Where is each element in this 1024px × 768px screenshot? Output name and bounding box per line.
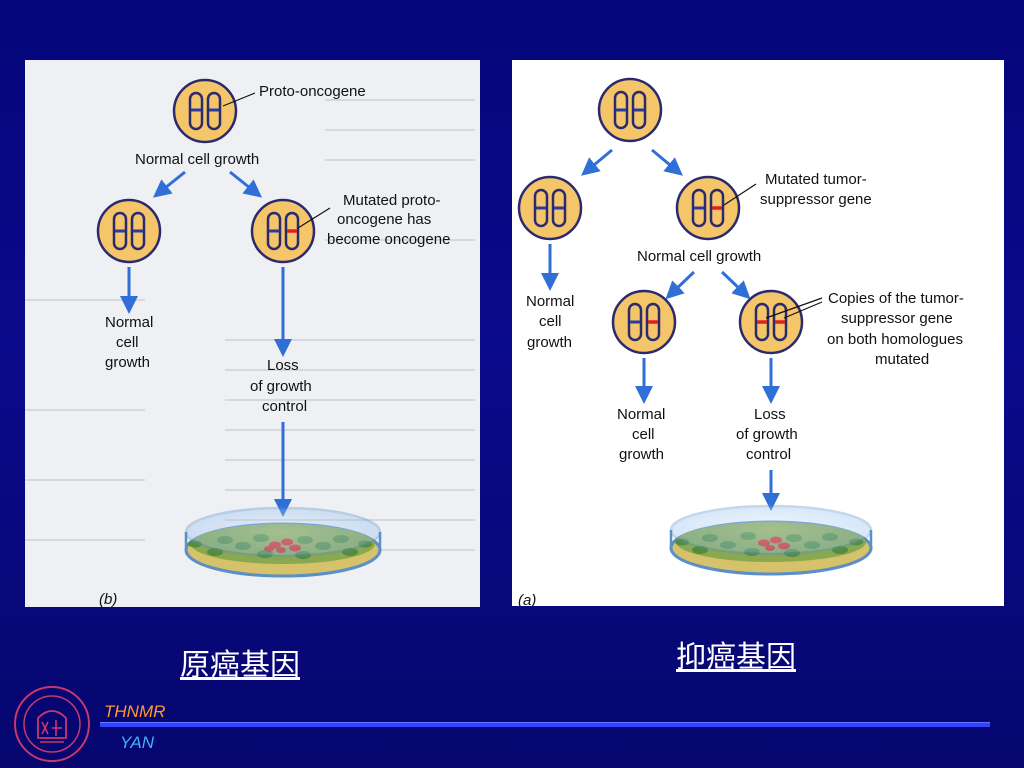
normal-cell-growth-mid-label: Normal cell growth (637, 248, 761, 265)
loss-control-3: control (746, 446, 791, 463)
oncogene-diagram: Proto-oncogene Normal cell growth Mutate… (25, 78, 475, 607)
normal-cell-growth-top-label: Normal cell growth (135, 151, 259, 168)
copies-label-2: suppressor gene (841, 310, 953, 327)
normal-cell-left (517, 175, 583, 241)
arrow-right-branch (651, 148, 683, 176)
panel-letter-b: (b) (99, 591, 117, 607)
arrow-left-branch (581, 148, 613, 176)
mutated-suppressor-cell (675, 175, 741, 241)
copies-label-3: on both homologues (827, 331, 963, 348)
right-diagram-panel: Mutated tumor- suppressor gene Normal ce… (512, 60, 1004, 606)
normal-growth-left-3: growth (527, 334, 572, 351)
loss-control-2: of growth (250, 378, 312, 395)
normal-growth-branch-3: growth (105, 354, 150, 371)
proto-oncogene-label: Proto-oncogene (259, 83, 366, 100)
normal-growth-bottom-1: Normal (617, 406, 665, 423)
normal-growth-branch-2: cell (116, 334, 139, 351)
loss-control-1: Loss (754, 406, 786, 423)
normal-growth-branch-1: Normal (105, 314, 153, 331)
normal-cell-left (96, 198, 162, 264)
mutated-proto-oncogene-label-1: Mutated proto- (343, 192, 441, 209)
mutated-suppressor-label-2: suppressor gene (760, 191, 872, 208)
brand-thnmr: THNMR (104, 702, 166, 721)
mutated-proto-oncogene-label-2: oncogene has (337, 211, 431, 228)
caption-proto-oncogene: 原癌基因 (180, 648, 300, 683)
oncogene-cell (250, 198, 316, 264)
normal-growth-bottom-2: cell (632, 426, 655, 443)
normal-growth-left-2: cell (539, 313, 562, 330)
arrow-right-branch (229, 170, 263, 198)
arrow-left-branch (152, 170, 186, 198)
arrow-branch-2-left (665, 270, 696, 300)
petri-dish-icon (669, 504, 873, 576)
university-seal-icon (14, 686, 90, 762)
caption-tumor-suppressor: 抑癌基因 (676, 640, 796, 675)
normal-growth-left-1: Normal (526, 293, 574, 310)
arrow-branch-2-right (720, 270, 751, 300)
mutated-proto-oncogene-label-3: become oncogene (327, 231, 450, 248)
loss-control-3: control (262, 398, 307, 415)
panel-letter-a: (a) (518, 592, 536, 606)
copies-label-4: mutated (875, 351, 929, 368)
proto-oncogene-cell (172, 78, 238, 144)
loss-control-1: Loss (267, 357, 299, 374)
tumor-suppressor-diagram: Mutated tumor- suppressor gene Normal ce… (517, 77, 964, 606)
normal-cell-top (597, 77, 663, 143)
homozygous-mutant-cell (738, 289, 804, 355)
brand-yan: YAN (120, 733, 155, 752)
normal-growth-bottom-3: growth (619, 446, 664, 463)
petri-dish-icon (184, 506, 382, 578)
mutated-suppressor-label-1: Mutated tumor- (765, 171, 867, 188)
left-diagram-panel: Proto-oncogene Normal cell growth Mutate… (25, 60, 480, 607)
loss-control-2: of growth (736, 426, 798, 443)
heterozygous-cell (611, 289, 677, 355)
copies-label-1: Copies of the tumor- (828, 290, 964, 307)
footer-divider (100, 722, 990, 727)
